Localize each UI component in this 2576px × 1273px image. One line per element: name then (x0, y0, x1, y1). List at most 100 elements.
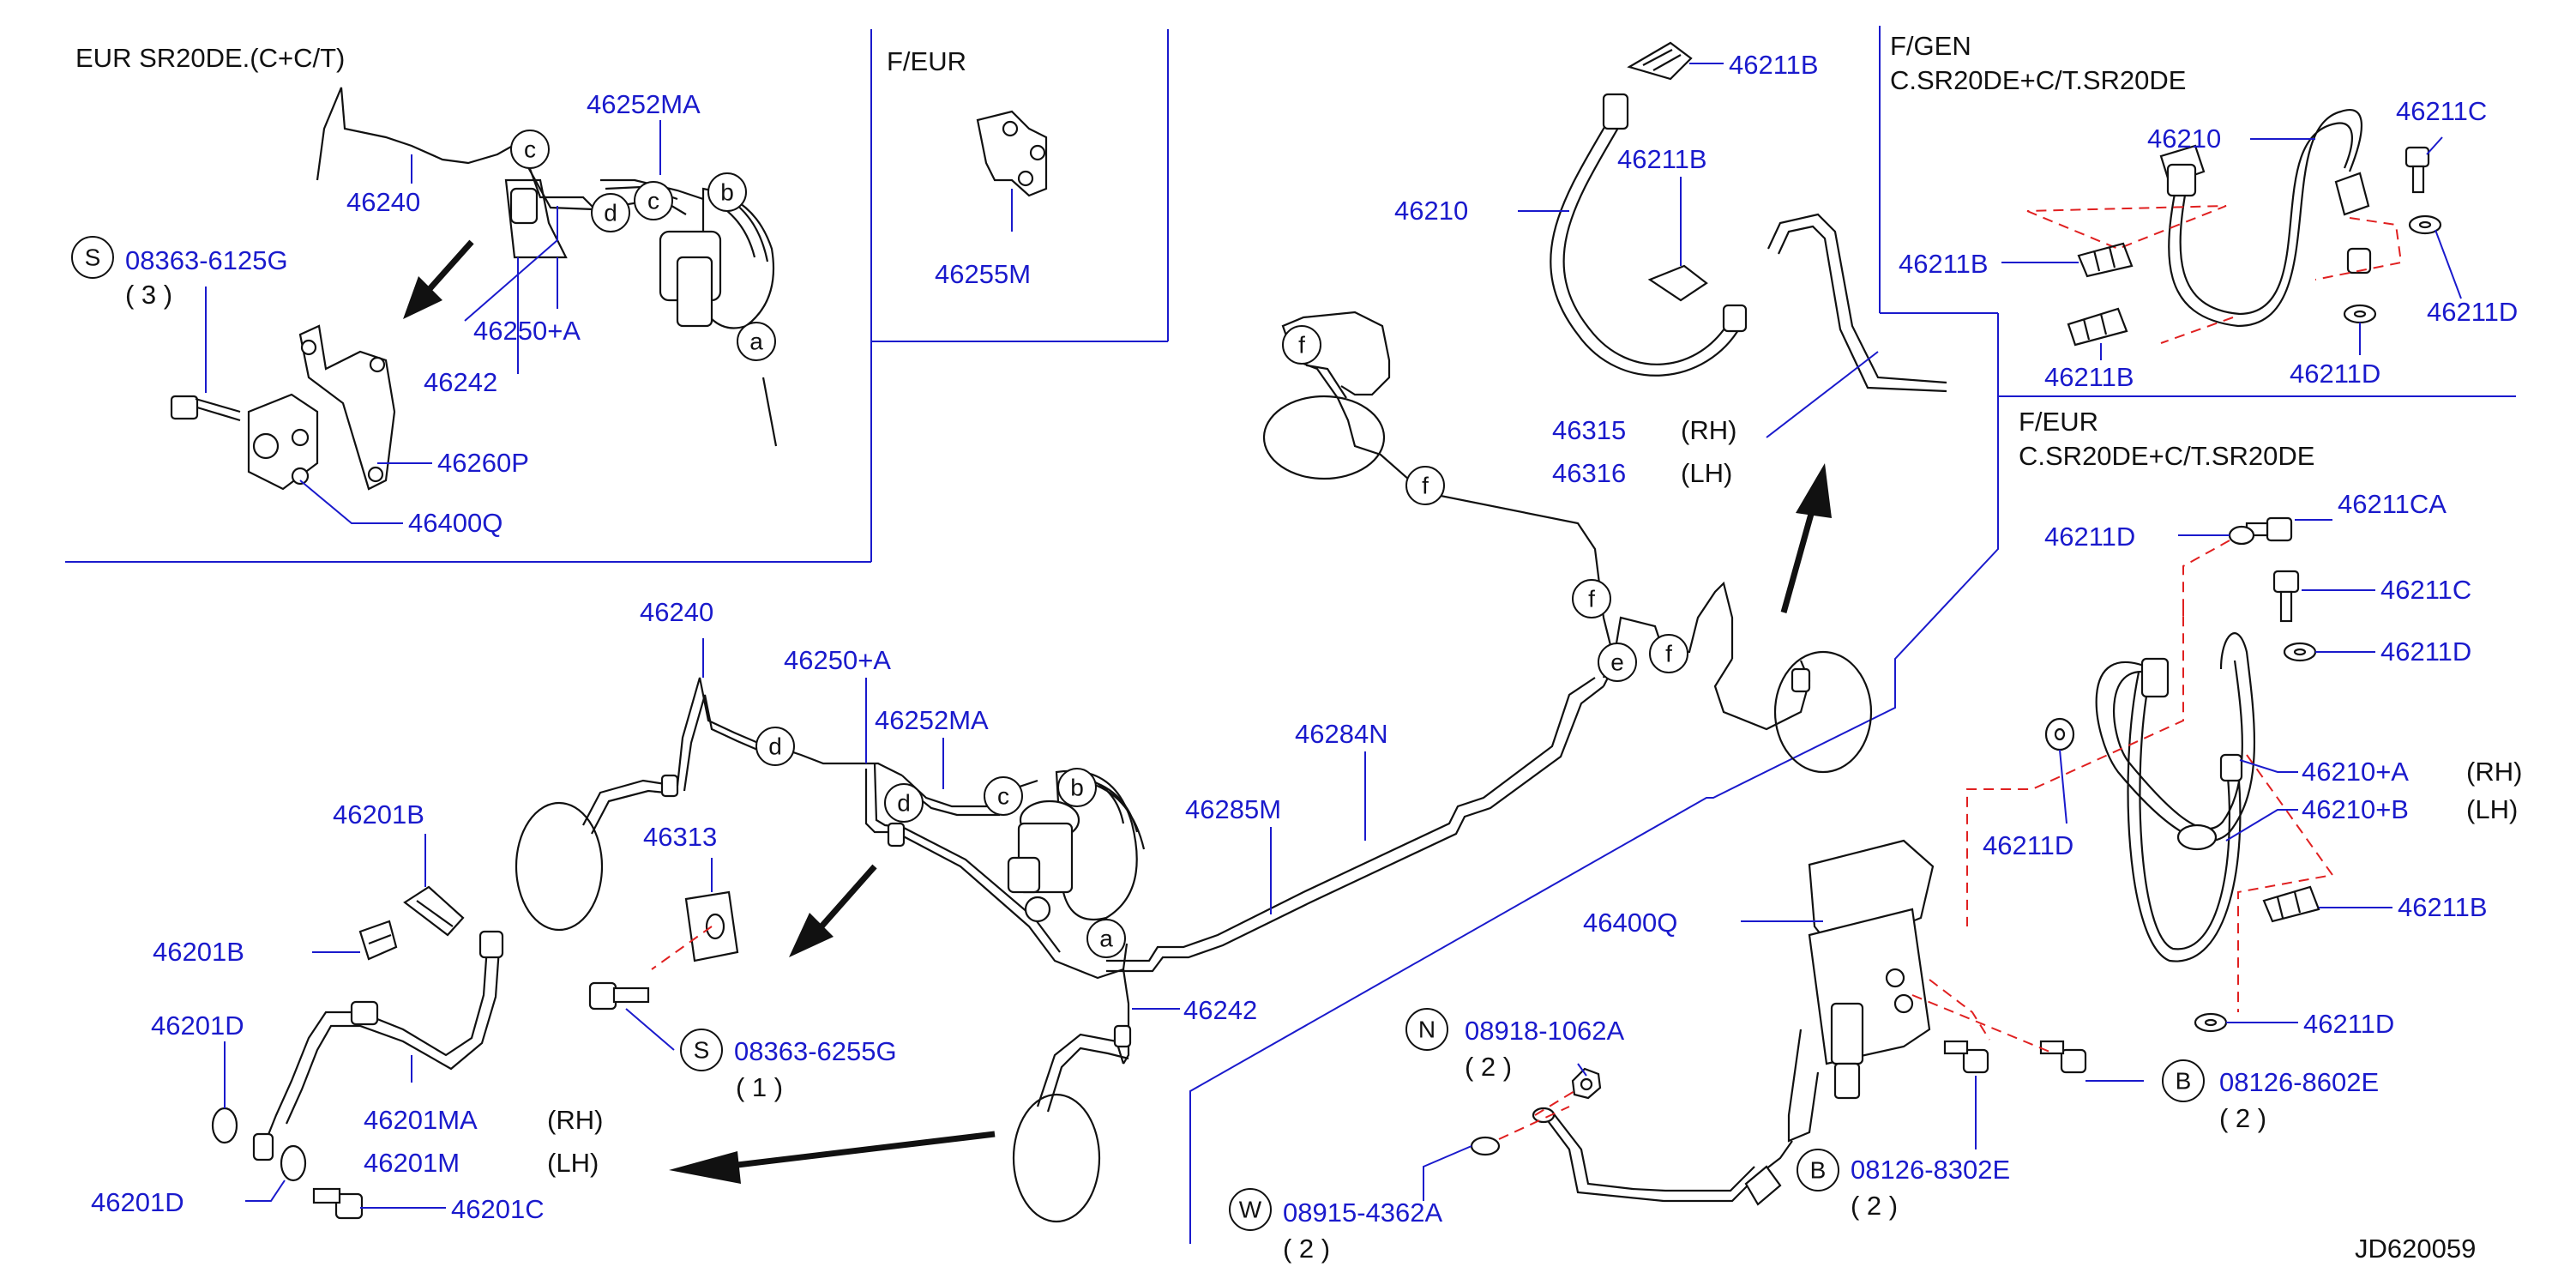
part-46242-main: 46242 (1183, 995, 1257, 1025)
section-titles: EUR SR20DE.(C+C/T) F/EUR F/GEN C.SR20DE+… (75, 31, 2314, 471)
svg-text:a: a (749, 329, 763, 355)
part-46400q-top: 46400Q (408, 508, 503, 538)
part-46211d-feur-1: 46211D (2044, 522, 2135, 552)
part-46201b-2: 46201B (153, 937, 244, 967)
part-46211c-fgen: 46211C (2396, 96, 2487, 126)
part-46210a: 46210+A (2302, 757, 2409, 787)
part-46252ma-top: 46252MA (587, 89, 701, 119)
clip-46211b-mid (1647, 264, 1708, 302)
svg-text:W: W (1239, 1197, 1262, 1223)
svg-text:B: B (1810, 1157, 1827, 1184)
part-08126-8302e: 08126-8302E (1851, 1155, 2010, 1185)
part-46400q-main: 46400Q (1583, 908, 1677, 938)
callout-f-1 (1282, 325, 1321, 365)
callout-s-main (680, 1029, 723, 1071)
part-46211ca: 46211CA (2338, 489, 2447, 519)
svg-text:S: S (694, 1037, 710, 1064)
rear-left-drum (1262, 395, 1386, 480)
svg-text:N: N (1418, 1017, 1435, 1043)
part-46201c: 46201C (451, 1194, 545, 1224)
hose-46210-fgen (2168, 109, 2363, 328)
callout-n (1405, 1008, 1448, 1051)
callouts: c d c b a S d d c b a f f f e f S N (71, 130, 2205, 1231)
section-title-f-eur-right: F/EUR (2019, 407, 2098, 437)
part-46252ma-main: 46252MA (875, 705, 989, 735)
brake-pipe-46284n (1106, 677, 1596, 962)
part-46210b: 46210+B (2302, 794, 2409, 824)
qty-1: ( 1 ) (736, 1072, 783, 1102)
svg-text:d: d (768, 733, 782, 760)
callout-w (1229, 1188, 1272, 1231)
part-46316: 46316 (1552, 458, 1626, 488)
callout-f-4 (1649, 634, 1688, 673)
callout-e (1598, 643, 1637, 682)
qty-2-08918: ( 2 ) (1465, 1052, 1512, 1082)
part-46201ma: 46201MA (364, 1105, 478, 1135)
part-46210-fgen: 46210 (2147, 124, 2221, 154)
part-46240-top: 46240 (346, 187, 420, 217)
clip-46201b-2 (358, 920, 398, 961)
section-title-f-gen-engine: C.SR20DE+C/T.SR20DE (1890, 65, 2186, 95)
part-08126-8602e: 08126-8602E (2219, 1067, 2379, 1097)
master-cylinder-top (701, 187, 775, 329)
section-title-f-gen: F/GEN (1890, 31, 1971, 61)
svg-text:f: f (1298, 332, 1305, 359)
rh-46201ma: (RH) (547, 1105, 603, 1135)
part-46210-center: 46210 (1394, 196, 1468, 226)
svg-text:e: e (1610, 649, 1624, 676)
callout-b-top (707, 172, 747, 212)
part-46211d-feur-2: 46211D (2380, 636, 2471, 667)
qty-2-08915: ( 2 ) (1283, 1234, 1330, 1264)
pipe-46315-46316 (1767, 213, 1947, 384)
f-eur-right-subdiagram: 46211CA 46211D 46211C 46211D 46210+A (RH… (1966, 489, 2522, 1039)
callout-d-main-1 (755, 727, 795, 766)
clip-46201b-1 (403, 885, 465, 937)
svg-text:c: c (997, 783, 1009, 810)
callout-f-3 (1572, 579, 1611, 618)
main-piping-labels: 46240 46250+A 46252MA 46284N 46285M 4631… (91, 597, 2476, 1264)
part-46211b-fgen-2: 46211B (2044, 362, 2134, 392)
union-46255m (976, 110, 1048, 197)
bracket-46260p (298, 324, 396, 491)
qty-2-8602e: ( 2 ) (2219, 1103, 2266, 1133)
part-46211d-feur-4: 46211D (2303, 1009, 2394, 1039)
part-46313: 46313 (643, 822, 717, 852)
eur-sr20de-subdiagram (170, 87, 778, 491)
eur-sr20de-labels: 46240 46252MA 08363-6125G ( 3 ) 46250+A … (125, 89, 701, 538)
part-08363-6125g: 08363-6125G (125, 245, 288, 275)
rh-46210a: (RH) (2466, 757, 2522, 787)
svg-text:d: d (604, 200, 617, 226)
part-46250a-top: 46250+A (473, 316, 581, 346)
svg-text:B: B (2176, 1068, 2192, 1095)
callout-f-2 (1405, 466, 1445, 505)
brake-pipe-46285m (1106, 685, 1604, 973)
svg-text:a: a (1099, 926, 1113, 952)
callout-c-main (984, 776, 1023, 816)
rh-46315: (RH) (1681, 415, 1736, 445)
lh-46201m: (LH) (547, 1148, 599, 1178)
f-eur-top-subdiagram: 46255M (935, 110, 1048, 289)
svg-text:f: f (1588, 586, 1595, 612)
front-right-disc (1012, 1093, 1101, 1223)
svg-text:d: d (897, 790, 911, 817)
f-gen-subdiagram: 46210 46211C 46211B 46211D 46211B 46211D (1899, 96, 2518, 392)
part-46211b-feur: 46211B (2398, 892, 2488, 922)
clip-46211b-fgen-1 (2077, 242, 2134, 278)
hose-46210-center (1550, 107, 1742, 377)
part-46285m: 46285M (1185, 794, 1281, 824)
part-46211b-fgen-1: 46211B (1899, 249, 1989, 279)
part-08363-6255g: 08363-6255G (734, 1036, 897, 1066)
part-46201m: 46201M (364, 1148, 460, 1178)
front-left-disc (515, 801, 604, 932)
section-title-f-eur-top: F/EUR (887, 46, 966, 76)
clip-46211b-feur (2262, 885, 2320, 923)
svg-text:f: f (1422, 473, 1429, 499)
callout-b-8602e (2162, 1059, 2205, 1102)
callout-s-top (71, 236, 114, 279)
part-46315: 46315 (1552, 415, 1626, 445)
svg-text:c: c (647, 188, 659, 214)
part-46201d-2: 46201D (91, 1187, 184, 1217)
lh-46316: (LH) (1681, 458, 1732, 488)
brake-pipe-46240-top (316, 87, 526, 181)
